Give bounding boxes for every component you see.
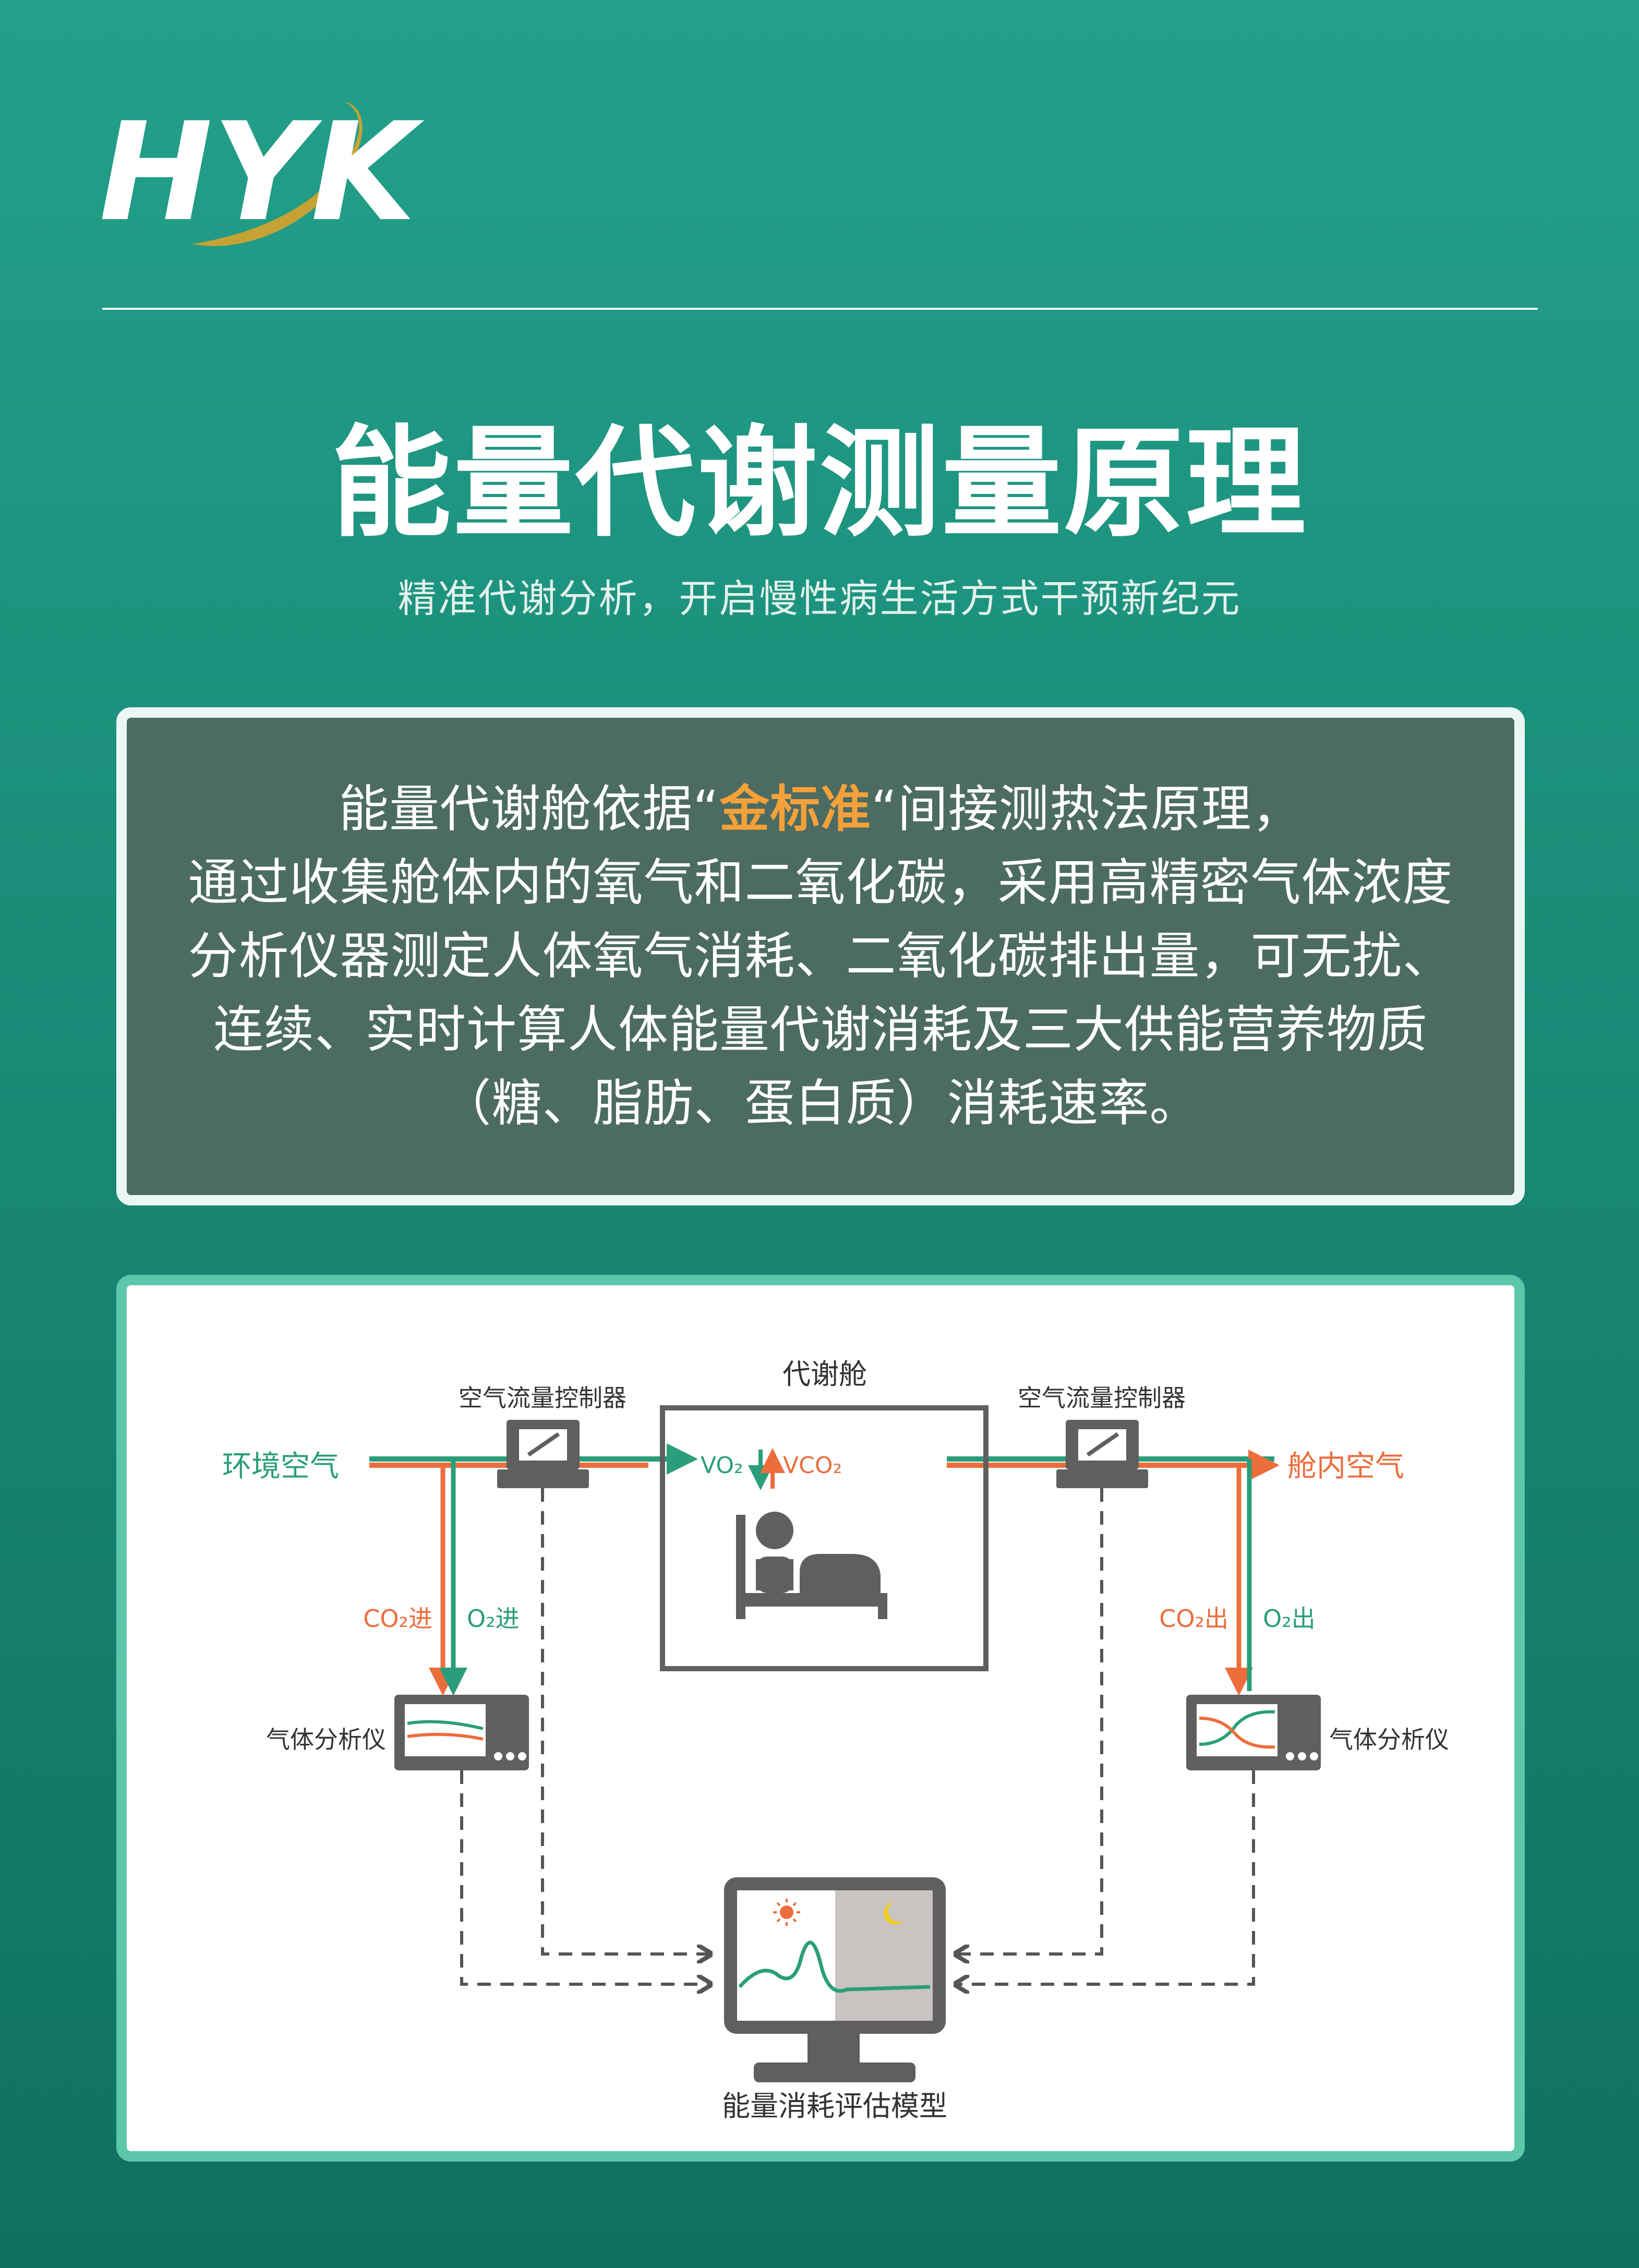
person-in-bed-icon: [736, 1512, 887, 1619]
principle-line-1-pre: 能量代谢舱依据“: [339, 780, 719, 838]
cabin-air-label: 舱内空气: [1287, 1450, 1404, 1483]
logo-text: HYK: [99, 94, 425, 251]
header-divider: [102, 308, 1538, 310]
principle-line-3: 分析仪器测定人体氧气消耗、二氧化碳排出量，可无扰、: [188, 927, 1453, 985]
moon-icon: [884, 1902, 904, 1925]
gas-analyzer-right-icon: [1186, 1695, 1321, 1770]
principle-line-2: 通过收集舱体内的氧气和二氧化碳，采用高精密气体浓度: [188, 853, 1453, 912]
signal-line-analyzer-right: [955, 1770, 1255, 1984]
sun-icon: [773, 1899, 800, 1926]
page-title: 能量代谢测量原理: [331, 414, 1308, 553]
principle-line-1: 能量代谢舱依据“金标准“间接测热法原理，: [339, 773, 1302, 846]
principle-line-4: 连续、实时计算人体能量代谢消耗及三大供能营养物质: [213, 1000, 1428, 1059]
signal-line-analyzer-left: [460, 1770, 711, 1984]
ambient-air-label: 环境空气: [222, 1450, 339, 1483]
principle-line-5: （糖、脂肪、蛋白质）消耗速率。: [441, 1074, 1200, 1132]
gold-standard-highlight: 金标准: [719, 780, 871, 838]
co2-in-label: CO₂进: [363, 1605, 432, 1633]
diagram-box: 代谢舱 空气流量控制器 空气流量控制器 环境空气 舱内空气 CO₂进 O₂进 C…: [116, 1275, 1525, 2162]
gas-analyzer-right-label: 气体分析仪: [1329, 1726, 1449, 1754]
vco2-label: VCO₂: [783, 1452, 842, 1479]
signal-line-controller-right: [955, 1488, 1103, 1954]
vo2-label: VO₂: [701, 1452, 743, 1479]
signal-line-controller-left: [541, 1488, 711, 1954]
chamber-label: 代谢舱: [782, 1358, 867, 1391]
energy-model-monitor-icon: [724, 1877, 946, 2082]
gas-analyzer-left-label: 气体分析仪: [266, 1726, 386, 1754]
gas-analyzer-left-icon: [394, 1695, 529, 1770]
co2-out-label: CO₂出: [1159, 1605, 1228, 1633]
flow-controller-left-icon: [497, 1420, 589, 1488]
flow-controller-right-icon: [1056, 1420, 1148, 1488]
hyk-logo: HYK: [99, 94, 443, 261]
principle-box: 能量代谢舱依据“金标准“间接测热法原理， 通过收集舱体内的氧气和二氧化碳，采用高…: [116, 707, 1525, 1205]
flow-controller-right-label: 空气流量控制器: [1018, 1384, 1186, 1412]
metabolism-diagram: 代谢舱 空气流量控制器 空气流量控制器 环境空气 舱内空气 CO₂进 O₂进 C…: [222, 1358, 1449, 2122]
page-subtitle: 精准代谢分析，开启慢性病生活方式干预新纪元: [397, 576, 1242, 621]
principle-line-1-post: “间接测热法原理，: [871, 780, 1303, 838]
metabolic-chamber: [660, 1405, 989, 1671]
o2-out-label: O₂出: [1263, 1605, 1316, 1633]
flow-controller-left-label: 空气流量控制器: [459, 1384, 626, 1412]
o2-in-label: O₂进: [467, 1605, 520, 1633]
model-label: 能量消耗评估模型: [722, 2090, 947, 2122]
